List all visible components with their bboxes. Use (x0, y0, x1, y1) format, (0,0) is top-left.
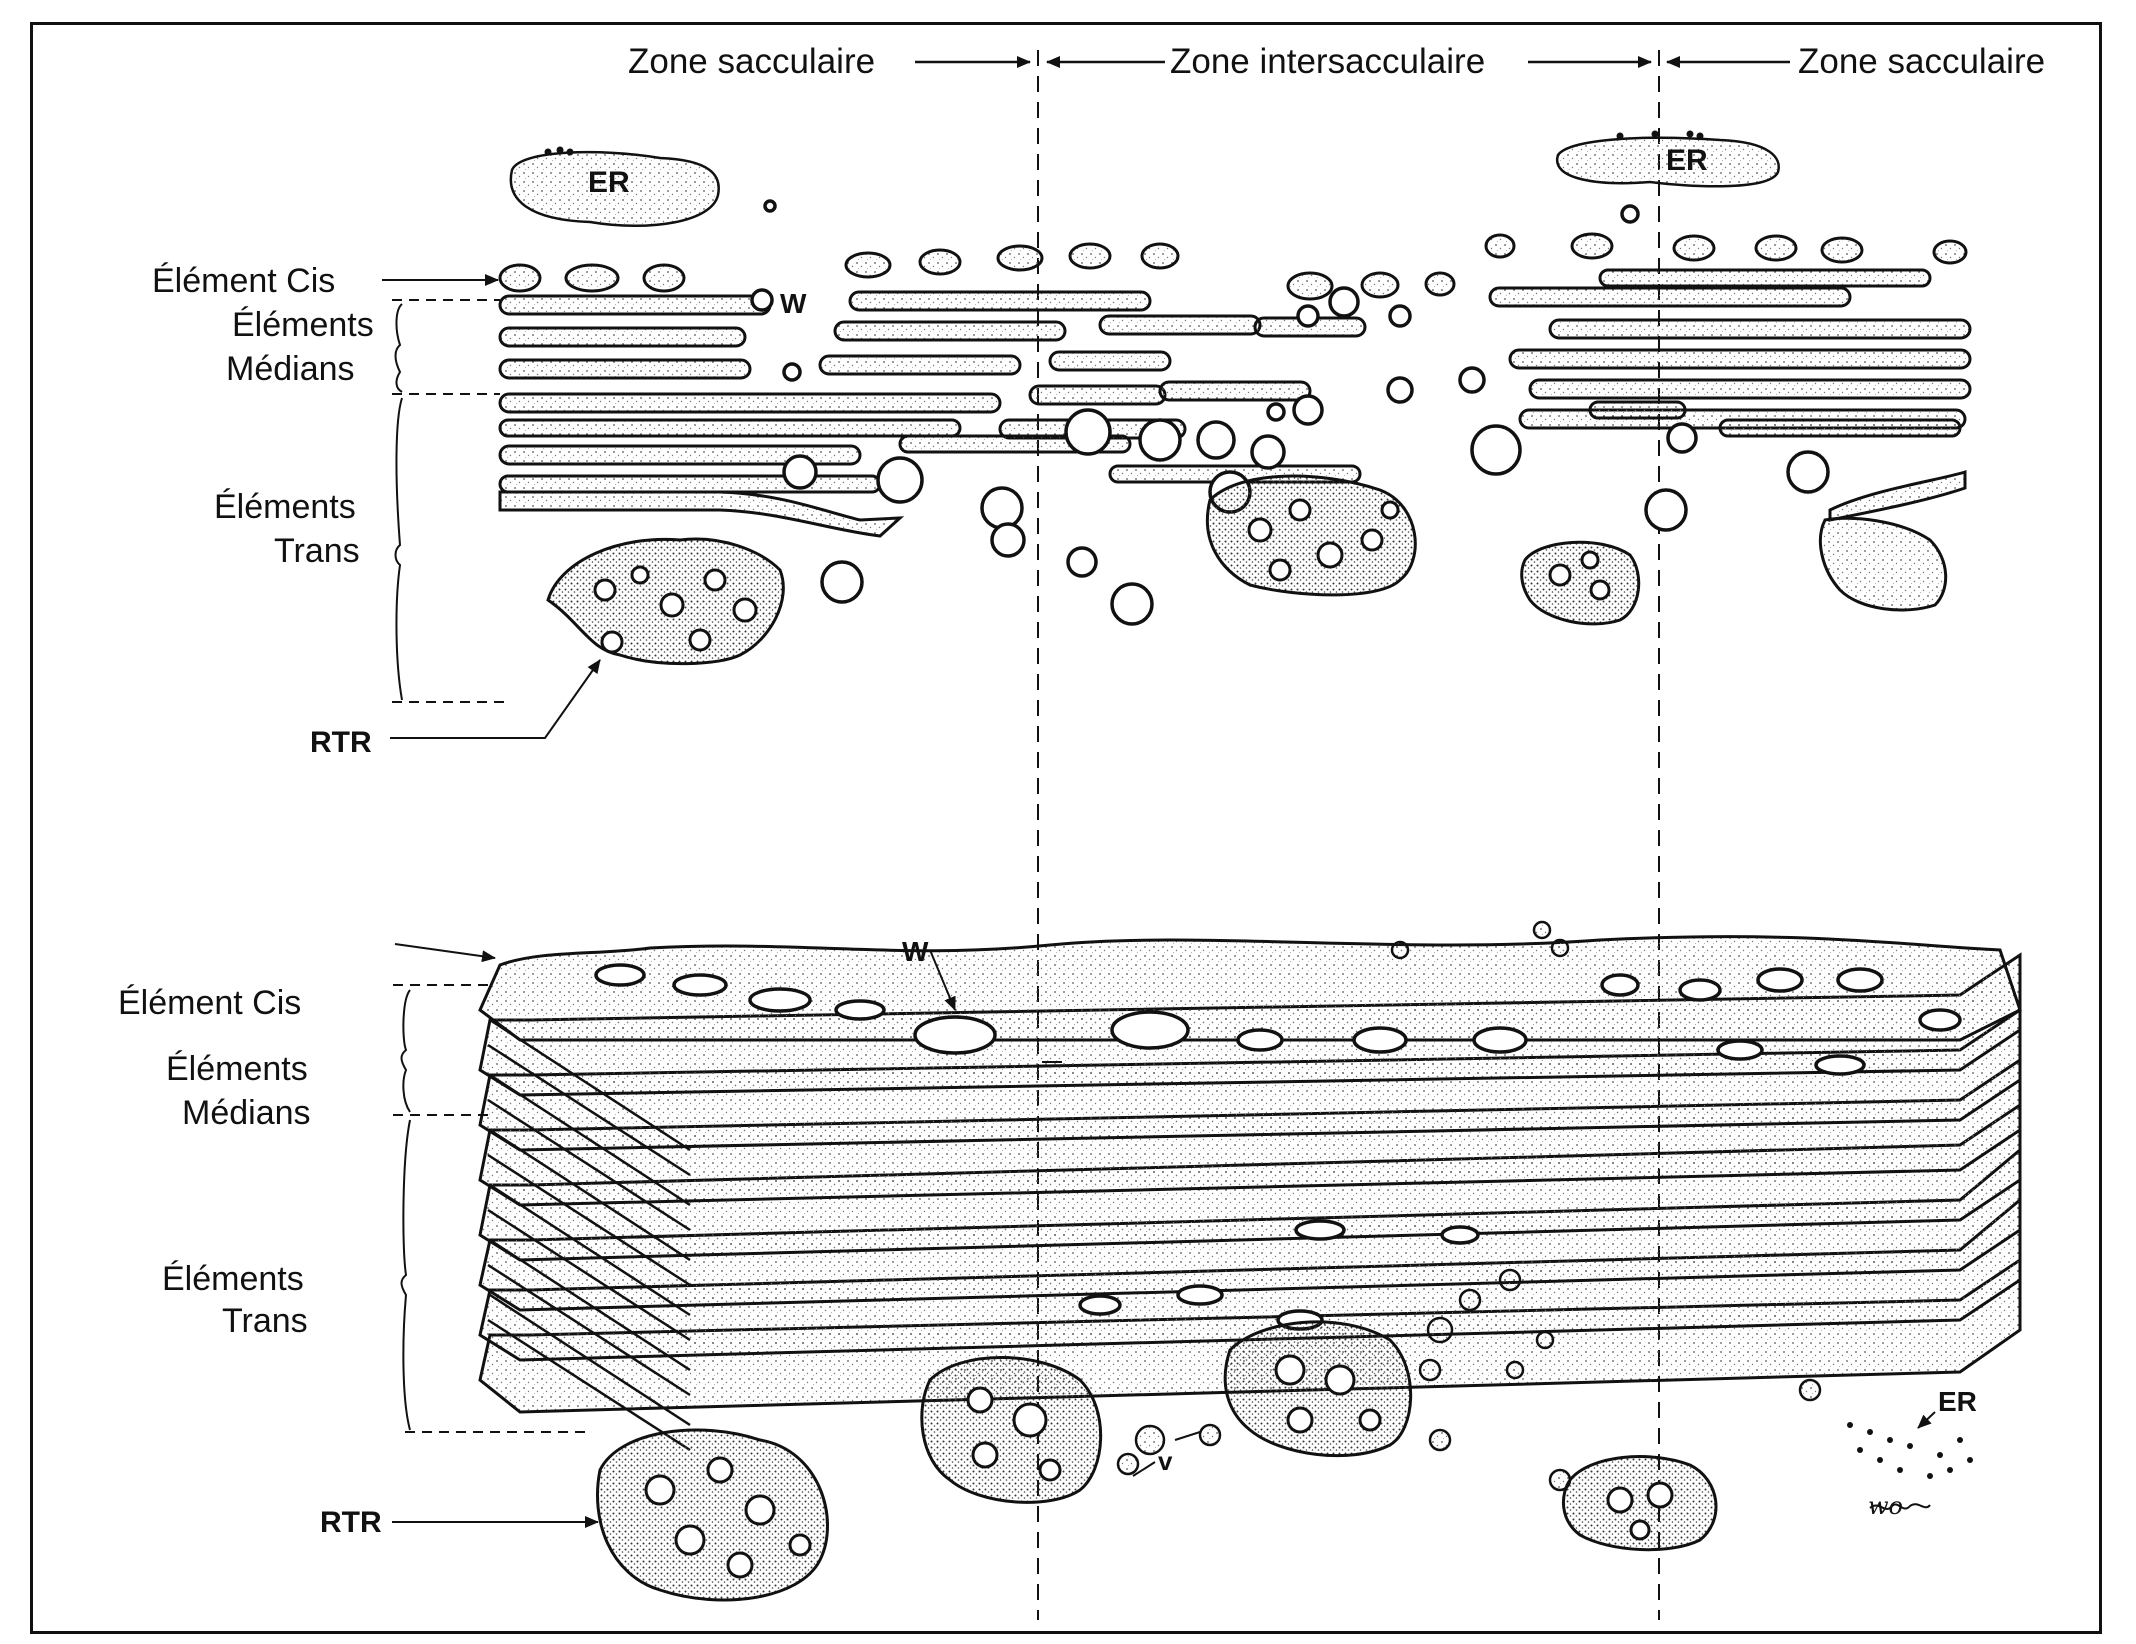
zone-sacculaire-right-label: Zone sacculaire (1794, 42, 2050, 82)
bottom-medians-label-1: Éléments (166, 1050, 308, 1088)
top-rtr-label: RTR (310, 726, 372, 759)
bottom-er-label: ER (1938, 1386, 1977, 1417)
top-er-left-label: ER (588, 166, 630, 199)
bottom-vesicles (1116, 920, 1822, 1492)
bottom-rtr-holes (644, 1354, 1674, 1579)
bottom-label-guides (392, 943, 1936, 1528)
top-trans-label-2: Trans (274, 532, 360, 570)
top-medians-label-2: Médians (226, 350, 355, 388)
zone-intersacculaire-label: Zone intersacculaire (1166, 42, 1490, 82)
bottom-trans-label-1: Éléments (162, 1260, 304, 1298)
top-label-guides (382, 274, 601, 739)
top-rtr-holes (593, 498, 1611, 654)
bottom-v-label: v (1158, 1446, 1173, 1476)
top-cis-vesicles (498, 232, 1968, 301)
bottom-rtr-label: RTR (320, 1506, 382, 1539)
top-er-right-label: ER (1666, 144, 1708, 177)
top-medians-label-1: Éléments (232, 306, 374, 344)
top-cis-label: Élément Cis (152, 262, 336, 300)
bottom-w-label: W (902, 936, 929, 967)
bottom-cis-label: Élément Cis (118, 984, 302, 1022)
bottom-er-dots (1847, 1422, 1973, 1479)
bottom-trans-label-2: Trans (222, 1302, 308, 1340)
bottom-medians-label-2: Médians (182, 1094, 311, 1132)
bottom-stacked-cisternae (478, 935, 2022, 1414)
zone-sacculaire-left-label: Zone sacculaire (624, 42, 880, 82)
top-er-right (1555, 130, 1780, 188)
top-trans-label-1: Éléments (214, 488, 356, 526)
bottom-cisterna-edges (487, 1018, 691, 1452)
top-er-left (509, 146, 720, 228)
signature-mark (1869, 1503, 1931, 1510)
bottom-fenestrations (594, 963, 1962, 1331)
bottom-rtr-networks (596, 1320, 1718, 1602)
signature-label: wo (1868, 1492, 1903, 1520)
top-w-label: W (780, 288, 807, 319)
